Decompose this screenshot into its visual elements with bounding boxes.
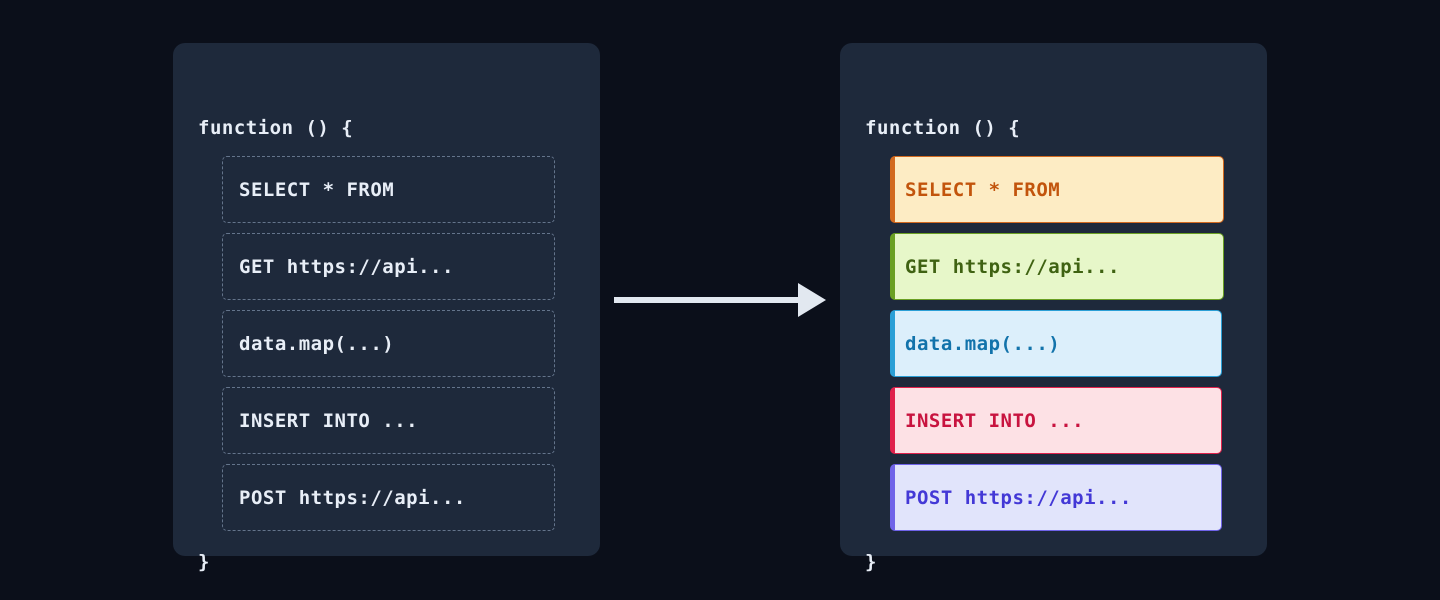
function-open-line-after: function () {	[865, 117, 1021, 139]
plain-statement-text: POST https://api...	[239, 486, 466, 509]
highlighted-statement-text: POST https://api...	[905, 486, 1132, 509]
plain-statement-list: SELECT * FROM GET https://api... data.ma…	[222, 156, 555, 541]
arrow-shaft	[614, 297, 800, 303]
highlighted-statement-row-js-map: data.map(...)	[890, 310, 1222, 377]
plain-statement-row: POST https://api...	[222, 464, 555, 531]
highlighted-statement-row-sql-insert: INSERT INTO ...	[890, 387, 1222, 454]
highlighted-statement-text: INSERT INTO ...	[905, 409, 1085, 432]
plain-code-panel: function () { SELECT * FROM GET https://…	[173, 43, 600, 573]
plain-statement-row: SELECT * FROM	[222, 156, 555, 223]
highlighted-statement-text: SELECT * FROM	[905, 178, 1061, 201]
transform-arrow	[614, 283, 826, 317]
plain-statement-text: INSERT INTO ...	[239, 409, 419, 432]
highlighted-statement-text: data.map(...)	[905, 332, 1061, 355]
highlighted-statement-row-http-post: POST https://api...	[890, 464, 1222, 531]
function-open-line-before: function () {	[198, 117, 354, 139]
function-close-line-before: }	[198, 551, 210, 573]
highlighted-statement-row-http-get: GET https://api...	[890, 233, 1224, 300]
arrow-head-icon	[798, 283, 826, 317]
plain-statement-row: data.map(...)	[222, 310, 555, 377]
plain-statement-row: INSERT INTO ...	[222, 387, 555, 454]
function-close-line-after: }	[865, 551, 877, 573]
plain-statement-text: SELECT * FROM	[239, 178, 395, 201]
highlighted-statement-text: GET https://api...	[905, 255, 1120, 278]
highlighted-code-panel: function () { SELECT * FROM GET https://…	[840, 43, 1267, 573]
highlighted-statement-row-sql-select: SELECT * FROM	[890, 156, 1224, 223]
plain-statement-row: GET https://api...	[222, 233, 555, 300]
plain-statement-text: GET https://api...	[239, 255, 454, 278]
highlighted-statement-list: SELECT * FROM GET https://api... data.ma…	[890, 156, 1224, 541]
plain-statement-text: data.map(...)	[239, 332, 395, 355]
